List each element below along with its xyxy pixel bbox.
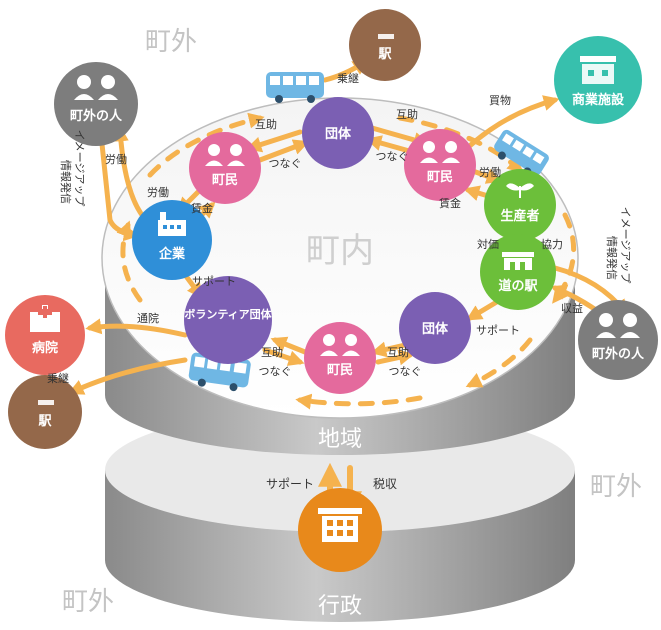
arrow-residents-to-volunteer [270,336,308,355]
shopping-node: 商業施設 [554,36,642,124]
group-top-node: 団体 [302,97,374,169]
sprout-icon [506,183,534,198]
edge-payment: 対価 [477,237,499,251]
outside-label-right: 町外 [590,472,642,502]
producer-label: 生産者 [500,208,539,224]
arrow-bus-to-station-bottom [67,357,188,395]
arrow-volunteer-to-residents [262,347,305,366]
residents-bottom-node: 町民 [304,322,376,394]
edge-transfer-top: 乗継 [337,71,359,85]
edge-mutual-aid-3: 互助 [387,345,409,359]
edge-connect-4: つなぐ [259,365,292,378]
outside-label-top: 町外 [145,27,197,57]
vertical-label-left: イメージアップ 情報発信 [59,130,86,207]
arrow-bus-to-hospital [85,318,188,338]
government-layer-label: 行政 [318,594,362,619]
hospital-label: 病院 [32,340,58,356]
edge-labor-3: 労働 [147,185,169,199]
people-icon [596,313,640,338]
edge-support-1: サポート [476,324,520,337]
arrow-group-to-residents-left [245,129,303,153]
station-bottom-node: 駅 [8,375,82,449]
arrow-group-to-residents-bottom [370,341,408,358]
edge-tax: 税収 [373,477,397,491]
edge-wages-1: 賃金 [439,196,461,210]
producer-node: 生産者 [484,169,556,241]
volunteer-label: ボランティア団体 [184,307,272,321]
hospital-icon [30,305,60,332]
hospital-node: 病院 [5,295,85,375]
station-top-node: 駅 [349,9,421,81]
edge-connect-2: つなぐ [376,150,409,163]
edge-info-left: 情報発信 [59,160,73,204]
arrow-roadside-support [465,297,503,321]
edge-image-up-left: イメージアップ [73,130,86,207]
people-icon [205,144,245,166]
edge-cooperation: 協力 [541,238,563,251]
edge-mutual-aid-4: 互助 [261,345,283,359]
arrow-residents-to-group-bottom [375,349,415,366]
arrow-outsider-to-company [97,122,140,242]
market-icon [502,252,534,270]
outsider-right-node: 町外の人 [578,300,658,380]
residents-right-node: 町民 [404,129,476,201]
ring-arrow-bottom-right [465,337,533,388]
inside-label: 町内 [306,231,374,271]
edge-hospital-visit: 通院 [137,311,159,325]
residents-top-node: 町民 [189,132,261,204]
edge-support-2: サポート [192,275,236,288]
store-icon [580,56,616,84]
outside-label-bottom: 町外 [62,587,114,617]
outsider-left-node: 町外の人 [54,62,138,146]
group-top-label: 団体 [325,126,352,142]
station-top-label: 駅 [377,47,392,62]
edge-info-right: 情報発信 [605,236,619,280]
station-bottom-label: 駅 [37,414,52,429]
edge-mutual-aid-1: 互助 [255,117,277,131]
shopping-label: 商業施設 [572,92,625,108]
roadside-station-node: 道の駅 [480,234,556,310]
group-right-node: 団体 [399,292,471,364]
edge-revenue: 収益 [561,301,583,315]
people-icon [74,75,118,100]
edge-wages-2: 賃金 [191,201,213,215]
edge-support-gov: サポート [266,477,314,491]
outsider-left-label: 町外の人 [70,108,123,124]
company-label: 企業 [158,246,186,262]
people-icon [320,334,360,356]
factory-icon [158,212,186,236]
edge-shopping: 買物 [489,93,511,107]
residents-bottom-label: 町民 [327,363,353,378]
arrow-residents-to-group-left [257,139,310,163]
edge-mutual-aid-2: 互助 [396,107,418,121]
edge-connect-1: つなぐ [269,157,302,170]
ring-arrow-top-left [147,112,265,178]
edge-transfer-bottom: 乗継 [47,371,69,385]
bus-top [266,72,324,103]
edge-labor-2: 労働 [105,152,127,166]
residents-right-label: 町民 [427,170,453,185]
community-layer-label: 地域 [318,427,362,452]
ring-arrow-top-right [397,115,524,174]
outsider-right-label: 町外の人 [592,346,645,362]
group-right-label: 団体 [422,321,449,337]
bus-right [494,129,549,176]
vertical-label-right: イメージアップ 情報発信 [605,207,632,284]
edge-labor-1: 労働 [479,165,501,179]
company-node: 企業 [132,200,212,280]
volunteer-node: ボランティア団体 [184,276,273,364]
government-building-icon [318,508,362,542]
roadside-station-label: 道の駅 [498,278,538,294]
ring-arrow-bottom [295,393,423,410]
edge-image-up-right: イメージアップ [619,207,632,284]
government-node [298,488,382,572]
edge-connect-3: つなぐ [389,365,422,378]
residents-top-label: 町民 [212,173,238,188]
people-icon [420,141,460,163]
